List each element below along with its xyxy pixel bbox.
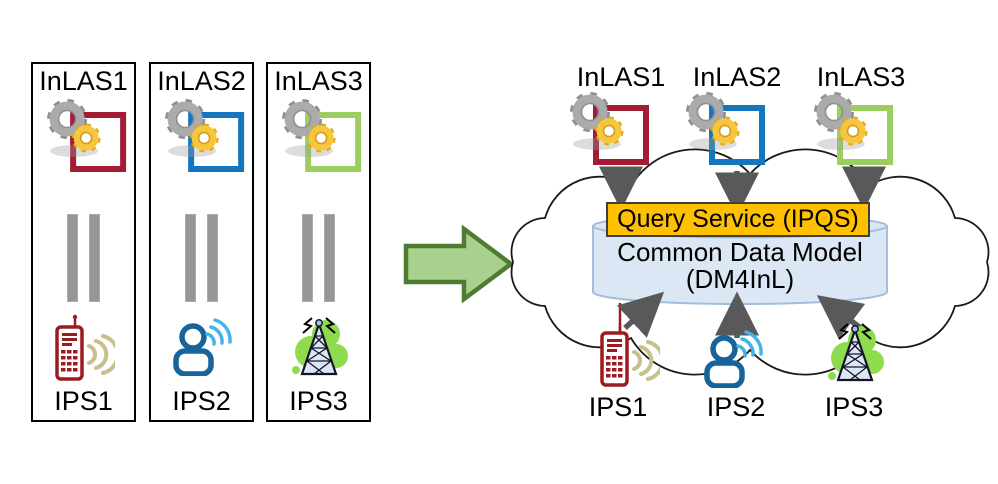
common-data-model-line1: Common Data Model [617, 237, 863, 267]
gears-icon [570, 92, 624, 150]
up-arrow-ips1 [616, 291, 665, 338]
app-square [304, 112, 361, 172]
radio-tower-icon [822, 320, 888, 391]
isolation-bars [33, 214, 134, 302]
bar [302, 214, 313, 302]
bar [185, 214, 196, 302]
bar [67, 214, 78, 302]
app-square [187, 112, 244, 172]
inlas1-title: InLAS1 [39, 66, 128, 96]
inlas2-app-icon [164, 99, 244, 178]
inlas3-app-icon-right [814, 92, 893, 171]
mobile-phone-icon [598, 320, 665, 395]
inlas-column-1: InLAS1 [31, 62, 136, 422]
inlas2-app-icon-right [686, 92, 765, 171]
ips2-label-right: IPS2 [706, 392, 766, 422]
inlas2-title: InLAS2 [157, 66, 246, 96]
isolation-bars [151, 214, 252, 302]
bar [324, 214, 335, 302]
ips1-label-right: IPS1 [588, 392, 648, 422]
radio-tower-icon [268, 314, 369, 380]
common-data-model-line2: (DM4InL) [685, 264, 795, 294]
inlas-column-3: InLAS3 [266, 62, 371, 422]
query-service-box: Query Service (IPQS) [606, 202, 870, 237]
common-data-model-label: Common Data Model (DM4InL) [597, 239, 883, 293]
gears-icon [281, 99, 336, 157]
transform-arrow-icon [403, 225, 515, 303]
mobile-phone-icon [33, 314, 134, 384]
ips3-label: IPS3 [289, 386, 348, 416]
bar [207, 214, 218, 302]
app-square [593, 105, 649, 165]
inlas2-title-right: InLAS2 [692, 62, 782, 92]
app-square [69, 112, 126, 172]
gears-icon [686, 92, 740, 150]
ips3-label-right: IPS3 [824, 392, 884, 422]
inlas3-title-right: InLAS3 [816, 62, 906, 92]
inlas3-app-icon [281, 99, 361, 178]
inlas1-app-icon [46, 99, 126, 178]
inlas-column-2: InLAS2 [149, 62, 254, 422]
ips2-label: IPS2 [172, 386, 231, 416]
gears-icon [814, 92, 868, 150]
ips1-label: IPS1 [54, 386, 113, 416]
inlas3-title: InLAS3 [274, 66, 363, 96]
bar [89, 214, 100, 302]
app-square [709, 105, 765, 165]
gears-icon [164, 99, 219, 157]
person-icon [151, 314, 252, 376]
app-square [837, 105, 893, 165]
gears-icon [46, 99, 101, 157]
inlas1-app-icon-right [570, 92, 649, 171]
inlas1-title-right: InLAS1 [576, 62, 666, 92]
person-icon [702, 326, 764, 393]
isolation-bars [268, 214, 369, 302]
